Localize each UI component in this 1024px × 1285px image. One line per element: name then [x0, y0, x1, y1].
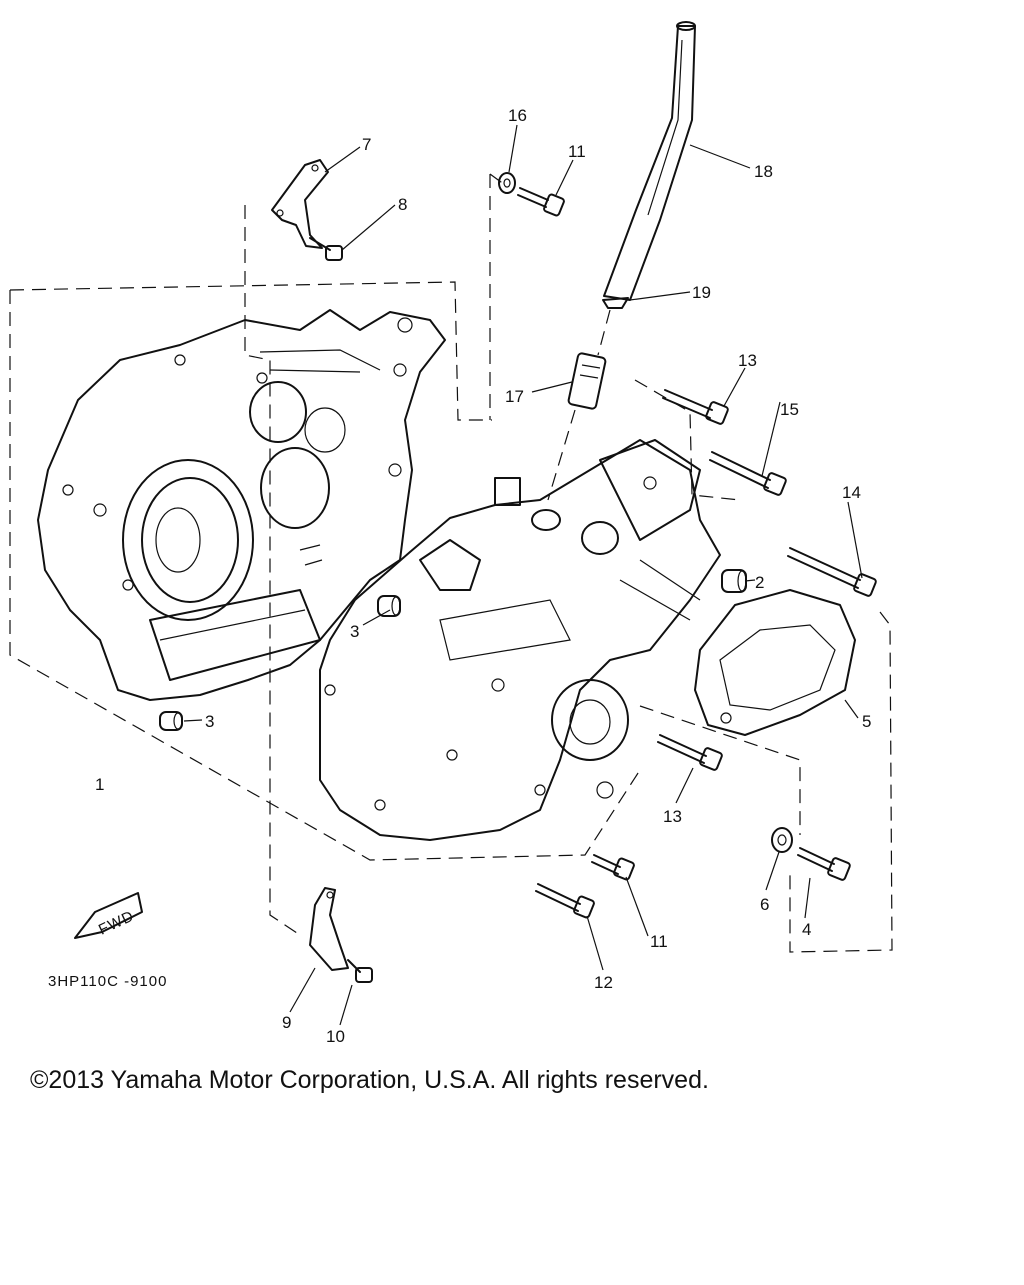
forward-arrow-icon: FWD — [74, 892, 143, 939]
right-crankcase-part — [319, 439, 721, 841]
dowel-pin-left-part — [159, 711, 183, 731]
callout-18: 18 — [754, 162, 773, 181]
top-bolt-part — [517, 187, 565, 217]
dowel-pin-right-part — [721, 569, 747, 593]
clip-part — [602, 297, 629, 309]
callout-17: 17 — [505, 387, 524, 406]
case-cover-part — [694, 589, 856, 736]
oil-pipe-guide — [489, 173, 506, 420]
callout-13-top: 13 — [738, 351, 757, 370]
callout-13-bottom: 13 — [663, 807, 682, 826]
bracket-guide — [244, 205, 301, 936]
callout-2: 2 — [755, 573, 764, 592]
callout-15: 15 — [780, 400, 799, 419]
callout-14: 14 — [842, 483, 861, 502]
callout-11-top: 11 — [568, 142, 586, 161]
pipe-to-case-guide — [547, 309, 611, 501]
bolt-12-part — [535, 883, 595, 919]
callout-labels: 1 2 3 3 4 5 6 7 8 9 10 11 11 12 13 13 14… — [95, 106, 871, 1046]
fwd-label: FWD — [96, 907, 137, 938]
right-case-assembly-outline — [634, 379, 893, 953]
bolt-14-part — [787, 547, 877, 597]
callout-16: 16 — [508, 106, 527, 125]
upper-screw-part — [309, 237, 343, 261]
callout-8: 8 — [398, 195, 407, 214]
callout-7: 7 — [362, 135, 371, 154]
callout-9: 9 — [282, 1013, 291, 1032]
lower-screw-part — [347, 959, 373, 983]
callout-3-left: 3 — [205, 712, 214, 731]
callout-5: 5 — [862, 712, 871, 731]
top-washer-part — [498, 172, 516, 194]
left-case-assembly-outline — [9, 281, 641, 861]
callout-10: 10 — [326, 1027, 345, 1046]
bolt-13-lower-part — [657, 734, 723, 771]
leader-lines — [183, 124, 863, 1026]
callout-6: 6 — [760, 895, 769, 914]
bolt-4-part — [797, 847, 851, 881]
callout-12: 12 — [594, 973, 613, 992]
lower-bracket-part — [309, 887, 349, 971]
callout-3-center: 3 — [350, 622, 359, 641]
bolt-15-part — [709, 451, 787, 496]
upper-bracket-part — [271, 159, 329, 249]
lower-washer-part — [771, 827, 793, 853]
bolt-11-lower-part — [591, 854, 635, 881]
fitting-part — [567, 352, 607, 410]
copyright-notice: ©2013 Yamaha Motor Corporation, U.S.A. A… — [30, 1066, 709, 1094]
oil-pipe-part — [603, 21, 696, 301]
dowel-pin-center-part — [377, 595, 401, 617]
callout-1: 1 — [95, 775, 104, 794]
callout-19: 19 — [692, 283, 711, 302]
diagram-code: 3HP110C -9100 — [48, 973, 167, 990]
left-crankcase-part — [37, 309, 446, 701]
bolt-13-upper-part — [662, 389, 729, 425]
callout-11-bottom: 11 — [650, 932, 668, 951]
callout-4: 4 — [802, 920, 811, 939]
